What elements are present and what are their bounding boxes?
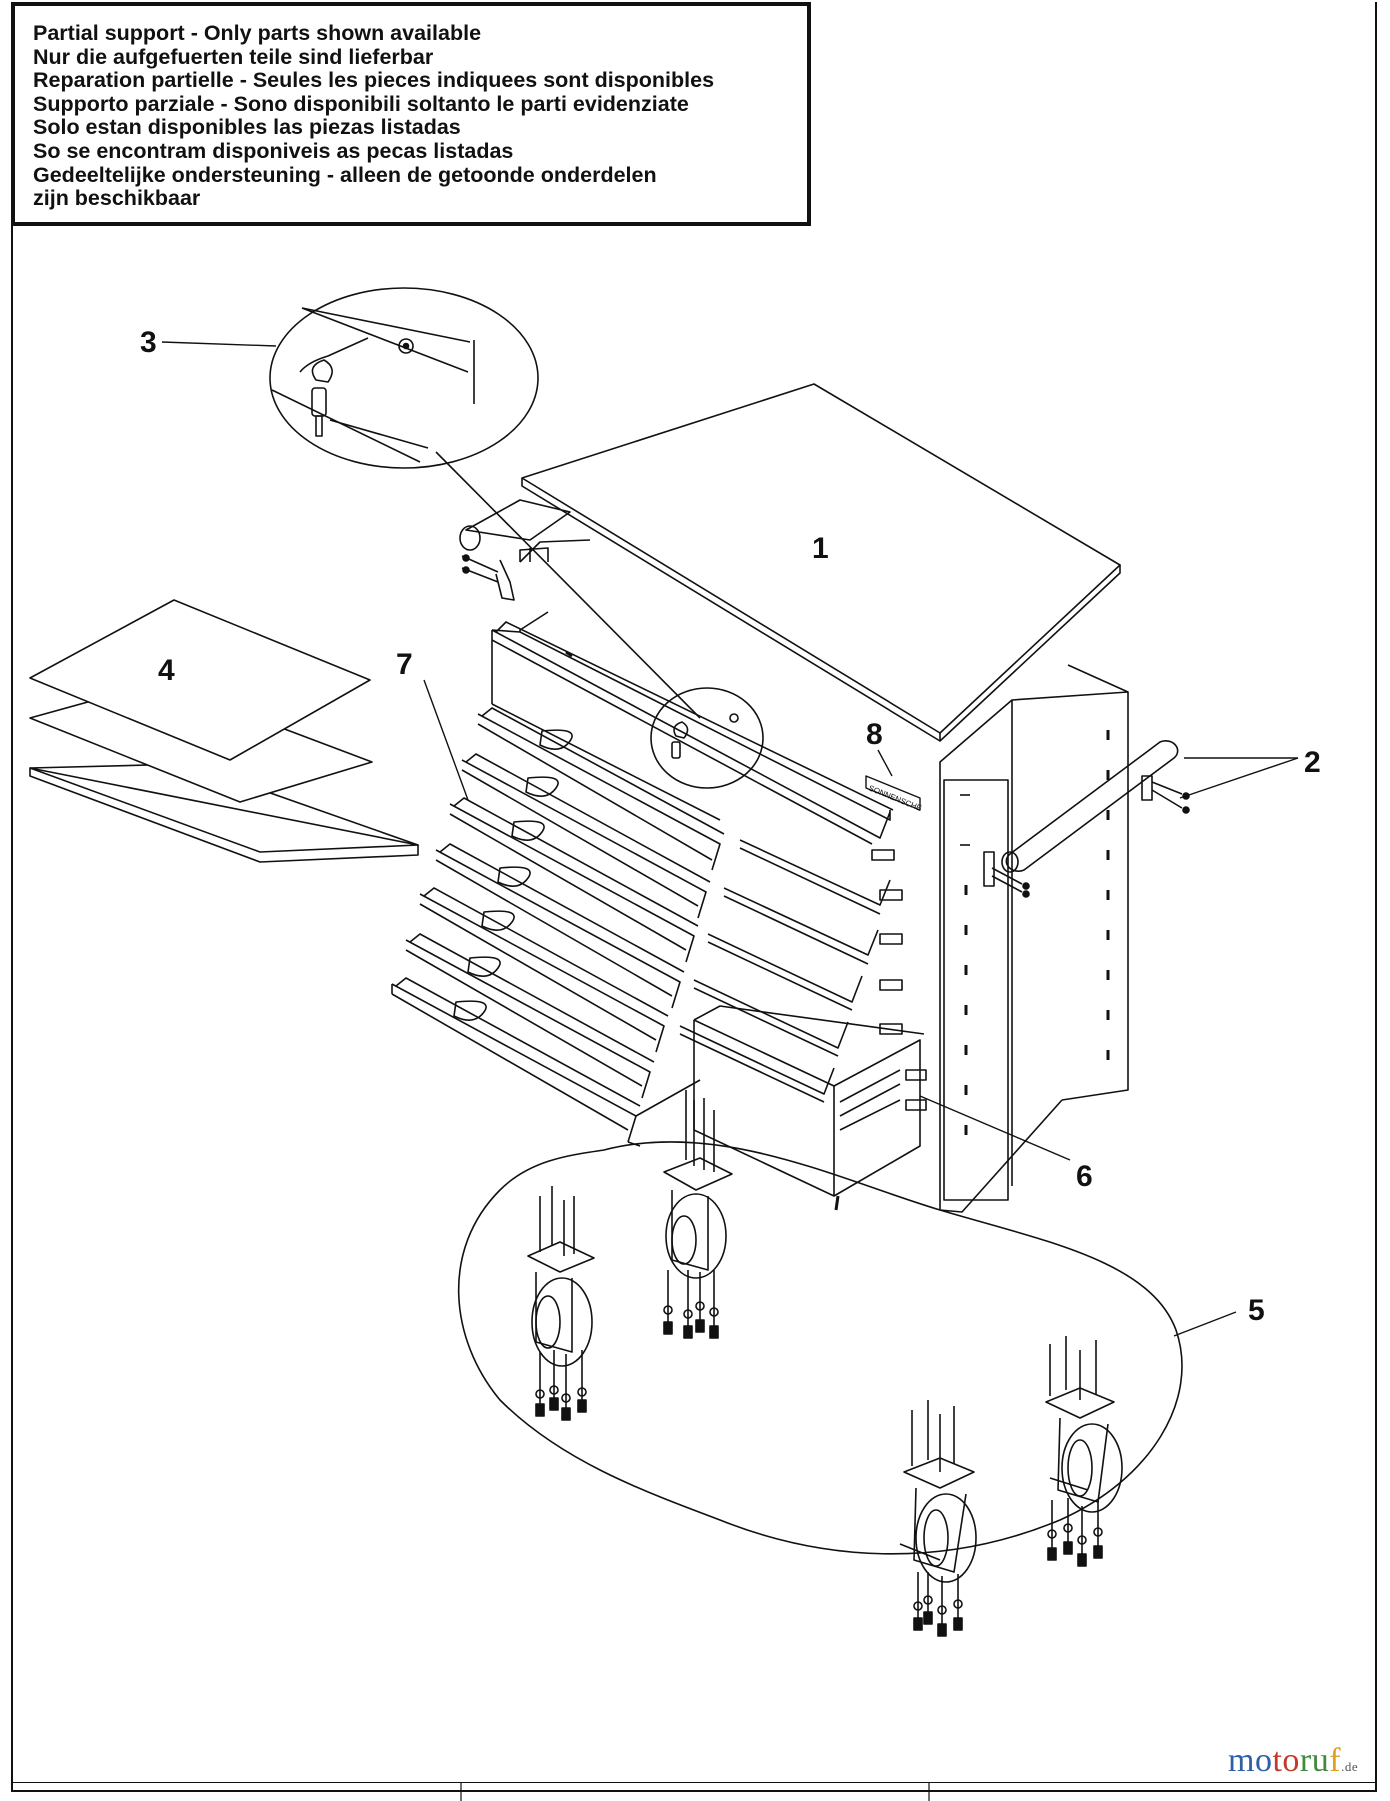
notice-line-pt: So se encontram disponiveis as pecas lis…: [33, 138, 514, 163]
part-3-lock-detail: [269, 287, 764, 789]
footer-rule: [11, 1782, 1377, 1801]
drawer-front: [419, 887, 669, 1053]
drawer-front: [461, 753, 711, 919]
callout-6: 6: [1076, 1160, 1093, 1193]
drawer-front: [477, 707, 725, 871]
right-handle: [983, 740, 1190, 898]
notice-line-fr: Reparation partielle - Seules les pieces…: [33, 68, 715, 93]
callout-2: 2: [1304, 746, 1321, 779]
part-4-drawer-liners: [29, 599, 419, 863]
callout-8: 8: [866, 718, 883, 751]
notice-line-es: Solo estan disponibles las piezas listad…: [33, 115, 461, 140]
caster-fixed: [527, 1186, 595, 1421]
top-till: [491, 611, 891, 821]
callout-4: 4: [158, 654, 175, 687]
callout-3: 3: [140, 326, 157, 359]
drawer-front: [707, 933, 903, 1011]
notice-line-nl-1: Gedeeltelijke ondersteuning - alleen de …: [33, 162, 657, 187]
part-1-top-lid: [521, 383, 1121, 742]
part-2-side-handles: [459, 499, 1190, 898]
caster-swivel: [1045, 1336, 1123, 1567]
drawer-front: [491, 621, 894, 845]
part-5-casters-bubble: [457, 1090, 1183, 1637]
drawer-front: [405, 933, 655, 1099]
callout-5: 5: [1248, 1294, 1265, 1327]
drawer-front: [679, 1023, 903, 1103]
drawer-front: [693, 979, 903, 1057]
caster-fixed: [663, 1090, 733, 1339]
footer-dividers: [460, 1783, 930, 1801]
drawer-front: [739, 839, 895, 915]
part-6-bottom-drawer: [693, 1005, 927, 1211]
callout-7: 7: [396, 648, 413, 681]
part-7-drawer-fronts: [391, 621, 894, 1147]
left-handle: [459, 499, 571, 601]
watermark-logo: motoruf.de: [1228, 1742, 1359, 1779]
notice-line-nl-2: zijn beschikbaar: [33, 186, 201, 211]
callout-1: 1: [812, 532, 829, 565]
drawer-front: [435, 843, 685, 1009]
right-drawer-column: [679, 839, 927, 1211]
drawer-front: [449, 797, 699, 963]
part-8-brand-badge: [865, 775, 921, 811]
page-frame: [11, 2, 1377, 1792]
drawer-front: [723, 887, 903, 965]
cabinet-body: [519, 539, 1129, 1213]
leader-lines: [161, 341, 1299, 1337]
notice-line-en: Partial support - Only parts shown avail…: [33, 21, 482, 45]
availability-notice-box: Partial support - Only parts shown avail…: [11, 2, 811, 226]
notice-line-it: Supporto parziale - Sono disponibili sol…: [33, 91, 689, 116]
caster-swivel: [899, 1400, 977, 1637]
notice-line-de: Nur die aufgefuerten teile sind lieferba…: [33, 44, 434, 69]
drawer-front: [391, 977, 641, 1143]
